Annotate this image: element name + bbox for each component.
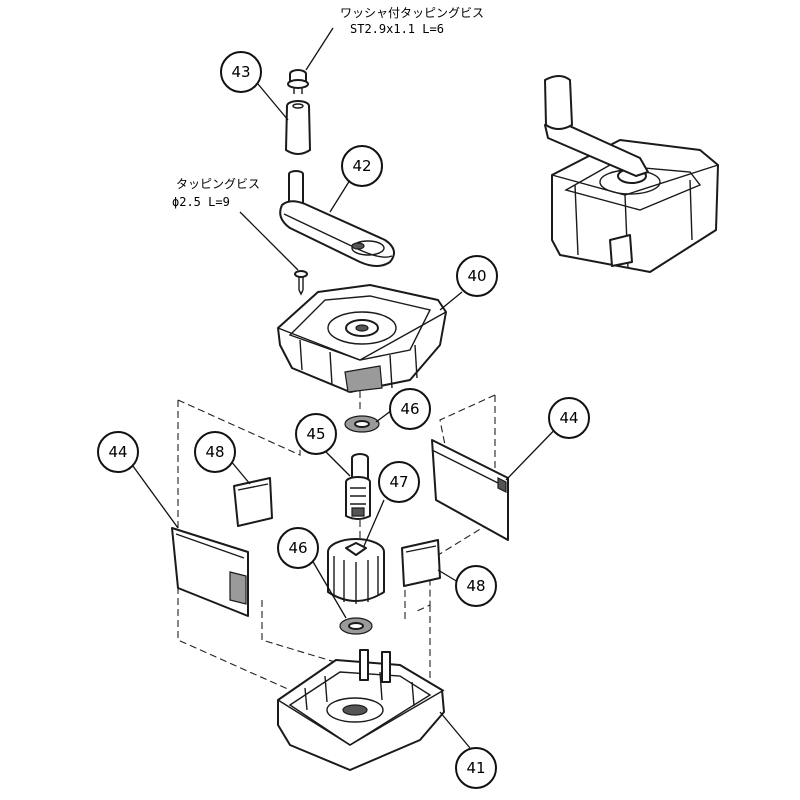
callout-45-label: 45: [306, 425, 325, 443]
callout-44-left: 44: [97, 431, 139, 473]
part-41-base-housing: [277, 649, 445, 771]
part-44-side-panel-left: [171, 527, 249, 617]
callout-46-upper-label: 46: [400, 400, 419, 418]
callout-40-label: 40: [467, 267, 486, 285]
callout-48-right: 48: [455, 565, 497, 607]
callout-48-left: 48: [194, 431, 236, 473]
callout-44-right: 44: [548, 397, 590, 439]
part-43-sleeve: [285, 100, 311, 155]
assembly-guide-lines: [177, 380, 496, 691]
part-48-pad-right: [401, 539, 441, 587]
callout-41: 41: [455, 747, 497, 789]
washer-screw-title: ワッシャ付タッピングビス: [340, 6, 484, 20]
part-47-gear: [327, 538, 385, 604]
callout-46-lower-label: 46: [288, 539, 307, 557]
callout-44-right-label: 44: [559, 409, 578, 427]
part-46-washer-upper: [344, 415, 380, 433]
callout-44-left-label: 44: [108, 443, 127, 461]
callout-47: 47: [378, 461, 420, 503]
part-48-pad-left: [233, 477, 273, 527]
part-44-side-panel-right: [431, 439, 509, 541]
part-45-shaft: [345, 453, 371, 520]
callout-43: 43: [220, 51, 262, 93]
callout-46-lower: 46: [277, 527, 319, 569]
callout-41-label: 41: [466, 759, 485, 777]
part-42-crank-arm: [279, 170, 395, 267]
callout-42: 42: [341, 145, 383, 187]
callout-43-label: 43: [231, 63, 250, 81]
callout-48-left-label: 48: [205, 443, 224, 461]
callout-42-label: 42: [352, 157, 371, 175]
part-40-top-housing: [277, 284, 447, 393]
part-46-washer-lower: [339, 617, 373, 635]
washer-screw-spec: ST2.9x1.1 L=6: [350, 22, 444, 36]
callout-47-label: 47: [389, 473, 408, 491]
part-43-washer-screw: [287, 69, 309, 94]
assembled-view: [544, 75, 719, 273]
tap-screw-title: タッピングビス: [176, 177, 260, 191]
callout-45: 45: [295, 413, 337, 455]
callout-48-right-label: 48: [466, 577, 485, 595]
tap-screw-spec: ϕ2.5 L=9: [172, 195, 230, 209]
callout-46-upper: 46: [389, 388, 431, 430]
tapping-screw: [294, 270, 308, 296]
callout-40: 40: [456, 255, 498, 297]
